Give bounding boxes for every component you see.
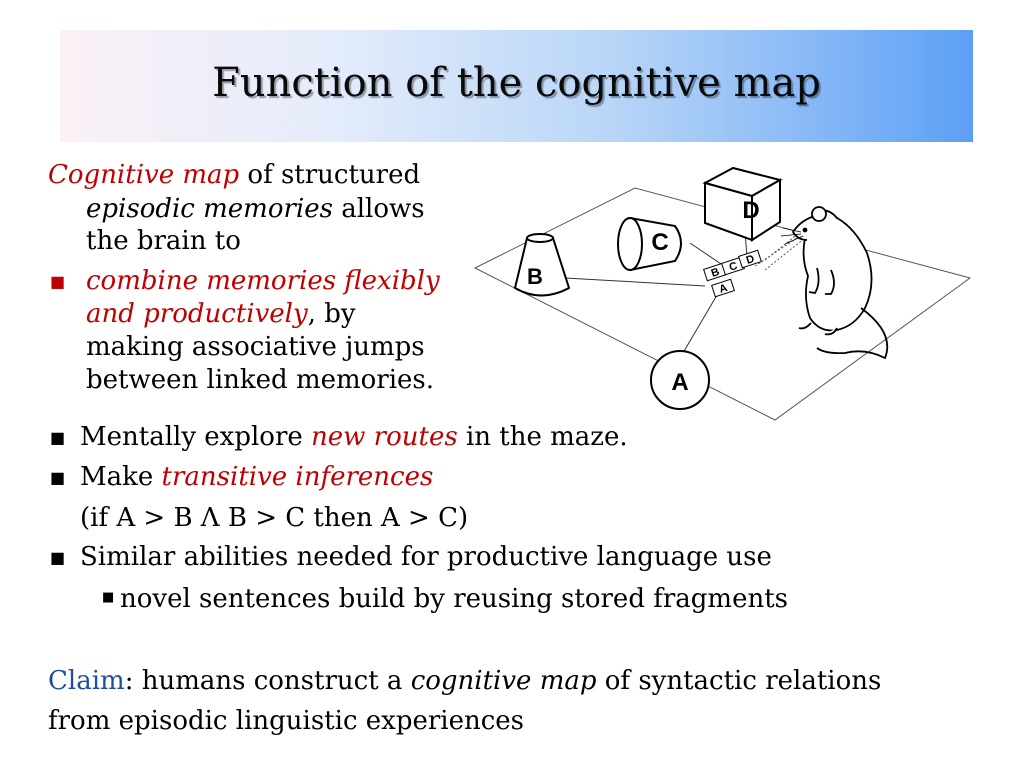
- intro-term: Cognitive map: [48, 160, 240, 190]
- sub-bullet-line-4: between linked memories.: [86, 365, 435, 395]
- rat-illustration: [780, 206, 889, 360]
- sub-bullet-line-3: making associative jumps: [86, 332, 425, 362]
- label-a: A: [671, 369, 688, 396]
- circle-a: A: [650, 350, 710, 410]
- claim-after-label: : humans construct a: [124, 666, 411, 696]
- bullet-marker-3: ■: [50, 548, 66, 567]
- card-a: A: [718, 282, 729, 296]
- bullet-1-before: Mentally explore: [80, 422, 312, 452]
- bullet-1-after: in the maze.: [457, 422, 628, 452]
- slide-title: Function of the cognitive map: [212, 60, 821, 106]
- card-c: C: [728, 260, 739, 274]
- bullet-3: Similar abilities needed for productive …: [80, 542, 772, 572]
- bullet-2-term: transitive inferences: [161, 462, 434, 492]
- claim-after-term: of syntactic relations: [596, 666, 882, 696]
- card-b: B: [710, 266, 721, 280]
- cube-d: D: [702, 166, 783, 242]
- bullet-1: Mentally explore new routes in the maze.: [80, 420, 628, 454]
- claim-term: cognitive map: [410, 666, 597, 696]
- nested-bullet: novel sentences build by reusing stored …: [120, 584, 789, 614]
- sub-bullet-line-2-rest: , by: [307, 299, 356, 329]
- link-b: [564, 277, 706, 287]
- label-d: D: [742, 197, 759, 224]
- label-c: C: [651, 229, 668, 256]
- intro-line-3: the brain to: [86, 226, 241, 256]
- claim-label: Claim: [48, 666, 125, 696]
- bullet-1-term: new routes: [311, 422, 458, 452]
- cone-b: B: [513, 233, 571, 297]
- card-d: D: [745, 253, 756, 267]
- sub-bullet-line-1: combine memories flexibly: [86, 266, 440, 296]
- bullet-2-continuation: (if A > B Λ B > C then A > C): [80, 503, 469, 533]
- intro-line-2-term: episodic memories: [86, 194, 333, 224]
- title-band: [60, 30, 973, 142]
- sub-bullet-marker: ■: [50, 272, 66, 291]
- sub-bullet-line-2-term: and productively: [86, 299, 308, 329]
- intro-line-2-rest: allows: [332, 194, 425, 224]
- cognitive-map-figure: B C D A B C D A: [473, 166, 972, 421]
- bullet-2-before: Make: [80, 462, 162, 492]
- intro-line-1-rest: of structured: [239, 160, 421, 190]
- memory-cards: B C D A: [703, 249, 762, 298]
- bullet-marker-2: ■: [50, 468, 66, 487]
- label-b: B: [527, 264, 543, 289]
- bullet-marker-1: ■: [50, 428, 66, 447]
- nested-bullet-marker: ■: [102, 590, 115, 605]
- cylinder-c: C: [617, 216, 682, 272]
- claim-line-1: Claim: humans construct a cognitive map …: [48, 664, 881, 698]
- intro-line-1: Cognitive map of structured: [48, 158, 420, 192]
- bullet-2: Make transitive inferences: [80, 460, 433, 494]
- link-a: [679, 289, 721, 359]
- intro-line-2: episodic memories allows: [86, 192, 425, 226]
- sub-bullet-line-2: and productively, by: [86, 297, 356, 331]
- claim-line-2: from episodic linguistic experiences: [48, 706, 525, 736]
